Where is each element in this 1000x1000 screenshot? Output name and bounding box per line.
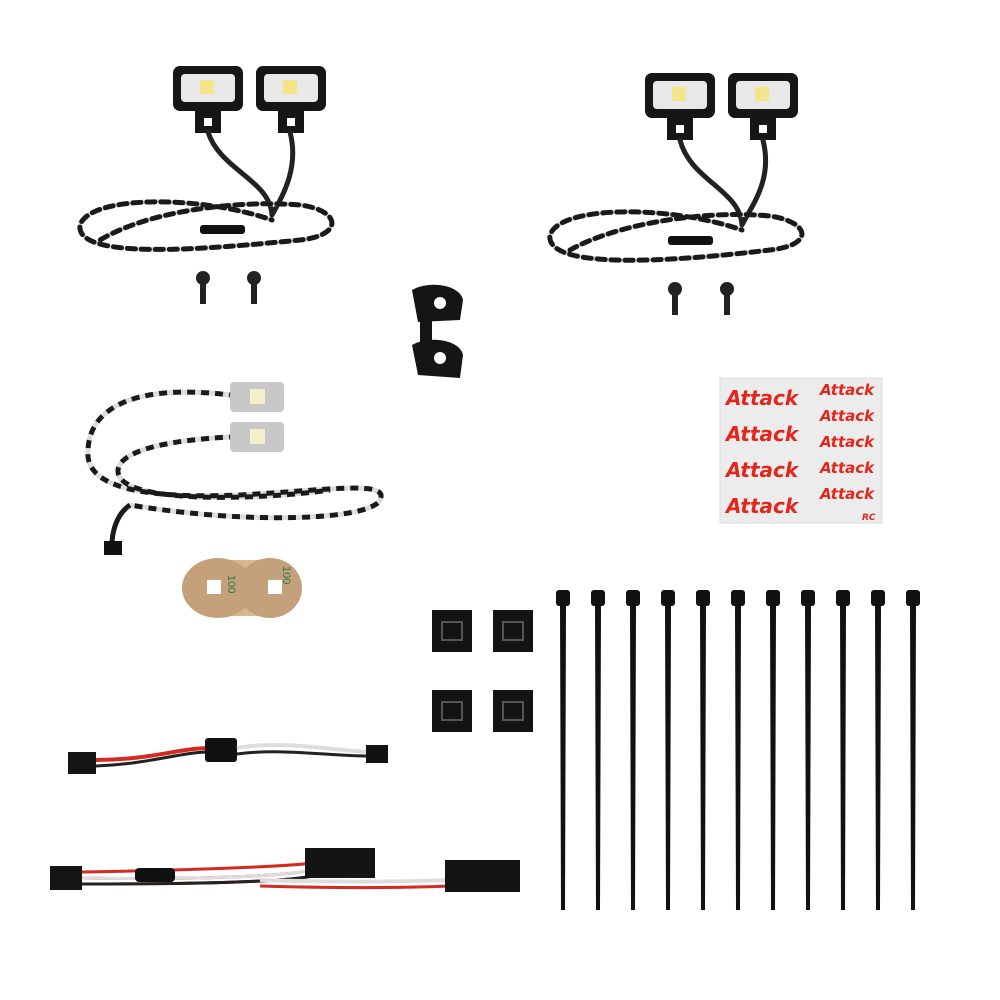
micro-connector	[104, 541, 122, 555]
decal-logo: Attack	[724, 494, 800, 518]
decal-sheet: AttackAttackAttackAttackAttackAttackAtta…	[719, 377, 883, 524]
cable-tie	[836, 590, 850, 910]
decal-logo: Attack	[724, 422, 800, 446]
switch-module	[205, 738, 237, 762]
cable-tie-mounts	[432, 610, 533, 732]
tie-mount	[493, 690, 533, 732]
light-pod	[645, 73, 715, 140]
decal-logo: Attack	[724, 458, 800, 482]
wire-bundle	[85, 389, 384, 546]
screw-icon	[247, 271, 261, 304]
light-pod	[173, 66, 243, 133]
screw-icon	[720, 282, 734, 315]
tie-mount	[493, 610, 533, 652]
cable-tie	[731, 590, 745, 910]
light-pod	[728, 73, 798, 140]
adhesive-print: 100	[225, 575, 237, 593]
adhesive-pad: 100 100	[182, 558, 302, 618]
decal-logo: Attack	[819, 485, 875, 503]
tie-mount	[432, 610, 472, 652]
mounting-bracket	[412, 284, 463, 378]
cable-ties	[556, 590, 920, 910]
light-pod	[256, 66, 326, 133]
cable-tie	[661, 590, 675, 910]
wire-bundle	[547, 137, 805, 263]
cable-tie	[696, 590, 710, 910]
light-pod-pair-left	[77, 66, 335, 304]
cable-tie	[556, 590, 570, 910]
decal-logo: Attack	[819, 459, 875, 477]
wire-bundle	[77, 129, 335, 252]
y-harness	[50, 848, 520, 892]
cable-tie	[626, 590, 640, 910]
led-board-pair	[85, 382, 384, 555]
cable-tie	[801, 590, 815, 910]
screw-icon	[196, 271, 210, 304]
switch-cable	[68, 738, 388, 774]
inline-connector	[668, 236, 713, 245]
decal-corner-mark: RC	[862, 513, 876, 523]
cable-tie	[906, 590, 920, 910]
cable-tie	[871, 590, 885, 910]
decal-logo: Attack	[819, 433, 875, 451]
decal-logo: Attack	[724, 386, 800, 410]
light-pod-pair-right	[547, 73, 805, 315]
decal-logo: Attack	[819, 407, 875, 425]
inline-connector	[200, 225, 245, 234]
screw-icon	[668, 282, 682, 315]
cable-tie	[766, 590, 780, 910]
adhesive-print: 100	[280, 566, 292, 584]
tie-mount	[432, 690, 472, 732]
cable-tie	[591, 590, 605, 910]
decal-logo: Attack	[819, 381, 875, 399]
